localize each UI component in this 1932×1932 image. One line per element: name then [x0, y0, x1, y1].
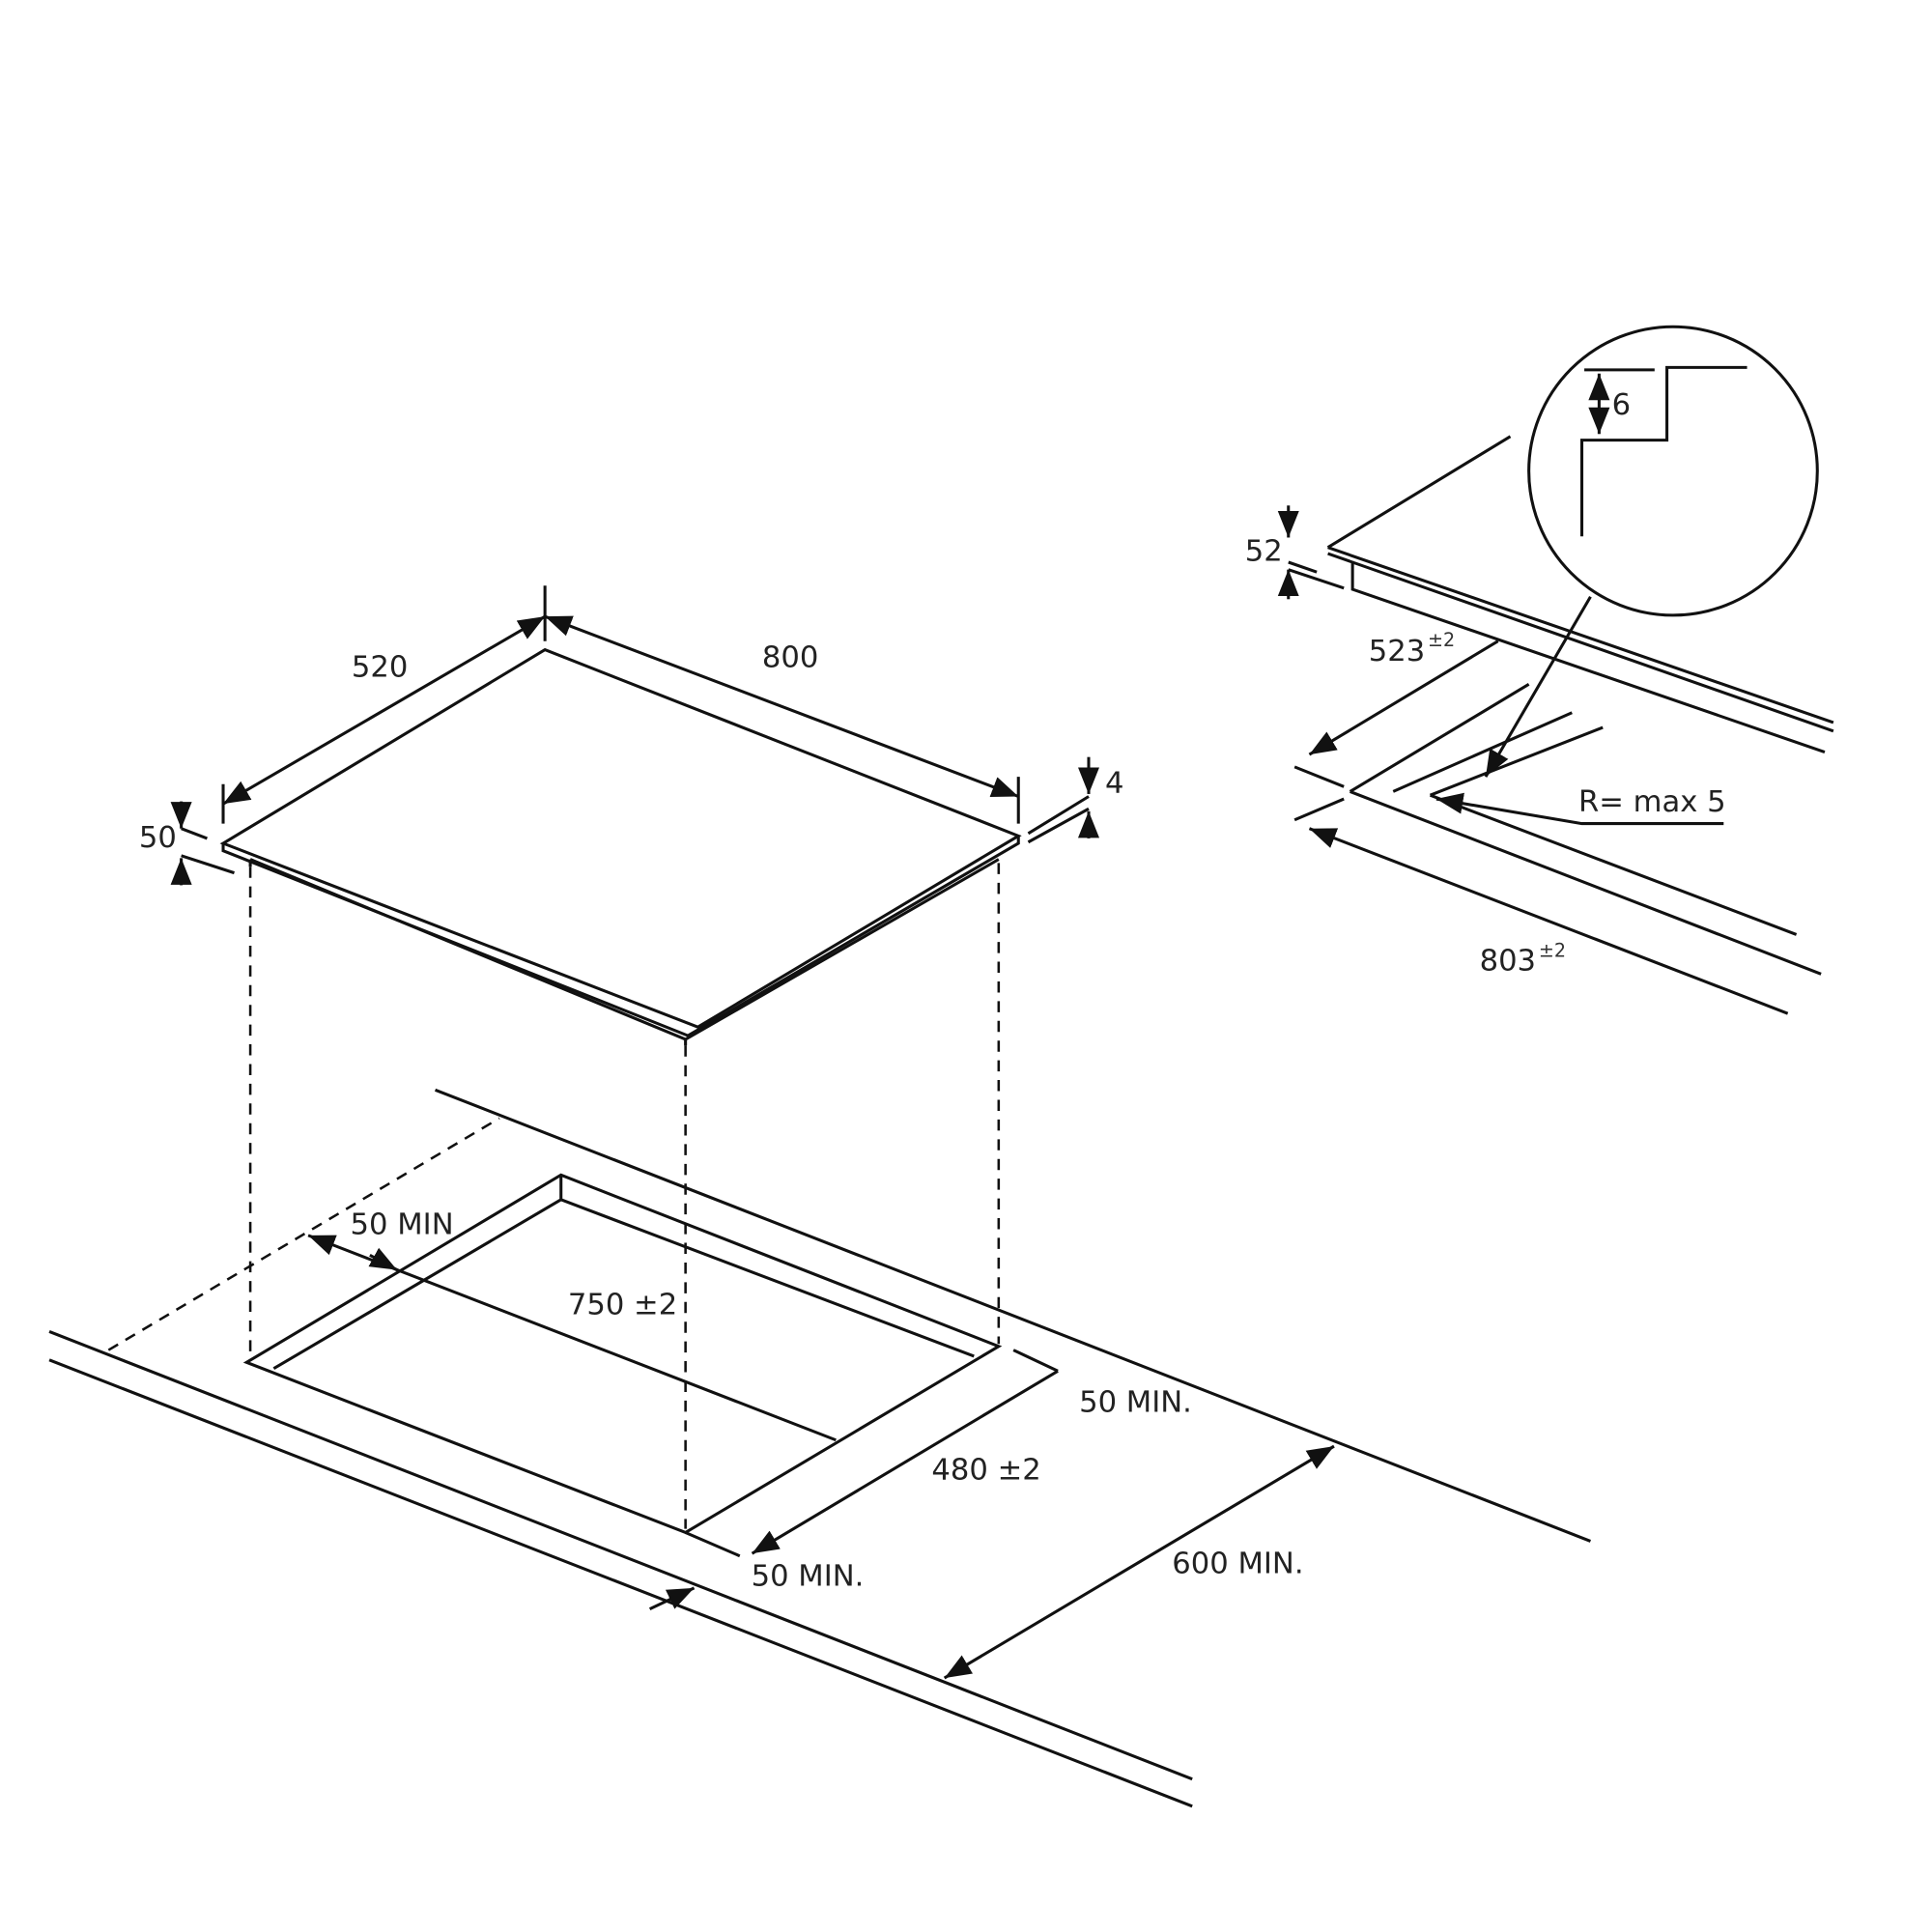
- radius-label: R= max 5: [1578, 785, 1726, 819]
- worktop-dimensions: 50 MIN 750 ±2 50 MIN. 480 ±2 50 MIN. 600…: [307, 1208, 1335, 1680]
- cutout-detail: 6 52 R= max 5 523 ±2 803 ±2: [1245, 325, 1834, 1015]
- front-height-label: 50: [139, 821, 177, 855]
- magnifier-circle: [1527, 325, 1819, 617]
- glass-thickness-label: 4: [1105, 767, 1124, 801]
- step-label: 6: [1612, 388, 1632, 422]
- cutout-depth-detail-tolerance: ±2: [1428, 629, 1455, 651]
- side-height-label: 52: [1245, 535, 1283, 569]
- front-clearance-label: 50 MIN.: [752, 1559, 865, 1593]
- cooktop: [219, 647, 1022, 1046]
- back-clearance-label: 50 MIN: [351, 1208, 454, 1242]
- cutout-width-label: 750 ±2: [568, 1289, 677, 1322]
- width-label: 800: [762, 640, 818, 674]
- projection-lines: [248, 863, 1001, 1529]
- cutout-width-detail-tolerance: ±2: [1539, 939, 1566, 961]
- cutout-depth-detail-label: 523: [1369, 635, 1425, 668]
- cutout-depth-label: 480 ±2: [931, 1454, 1040, 1488]
- side-clearance-label: 50 MIN.: [1079, 1385, 1192, 1419]
- worktop: [48, 1088, 1592, 1808]
- worktop-depth-label: 600 MIN.: [1172, 1548, 1303, 1581]
- cooktop-dimensions: 520 800 50 4: [139, 585, 1124, 886]
- cutout-width-detail-label: 803: [1480, 944, 1536, 978]
- depth-label: 520: [352, 651, 408, 685]
